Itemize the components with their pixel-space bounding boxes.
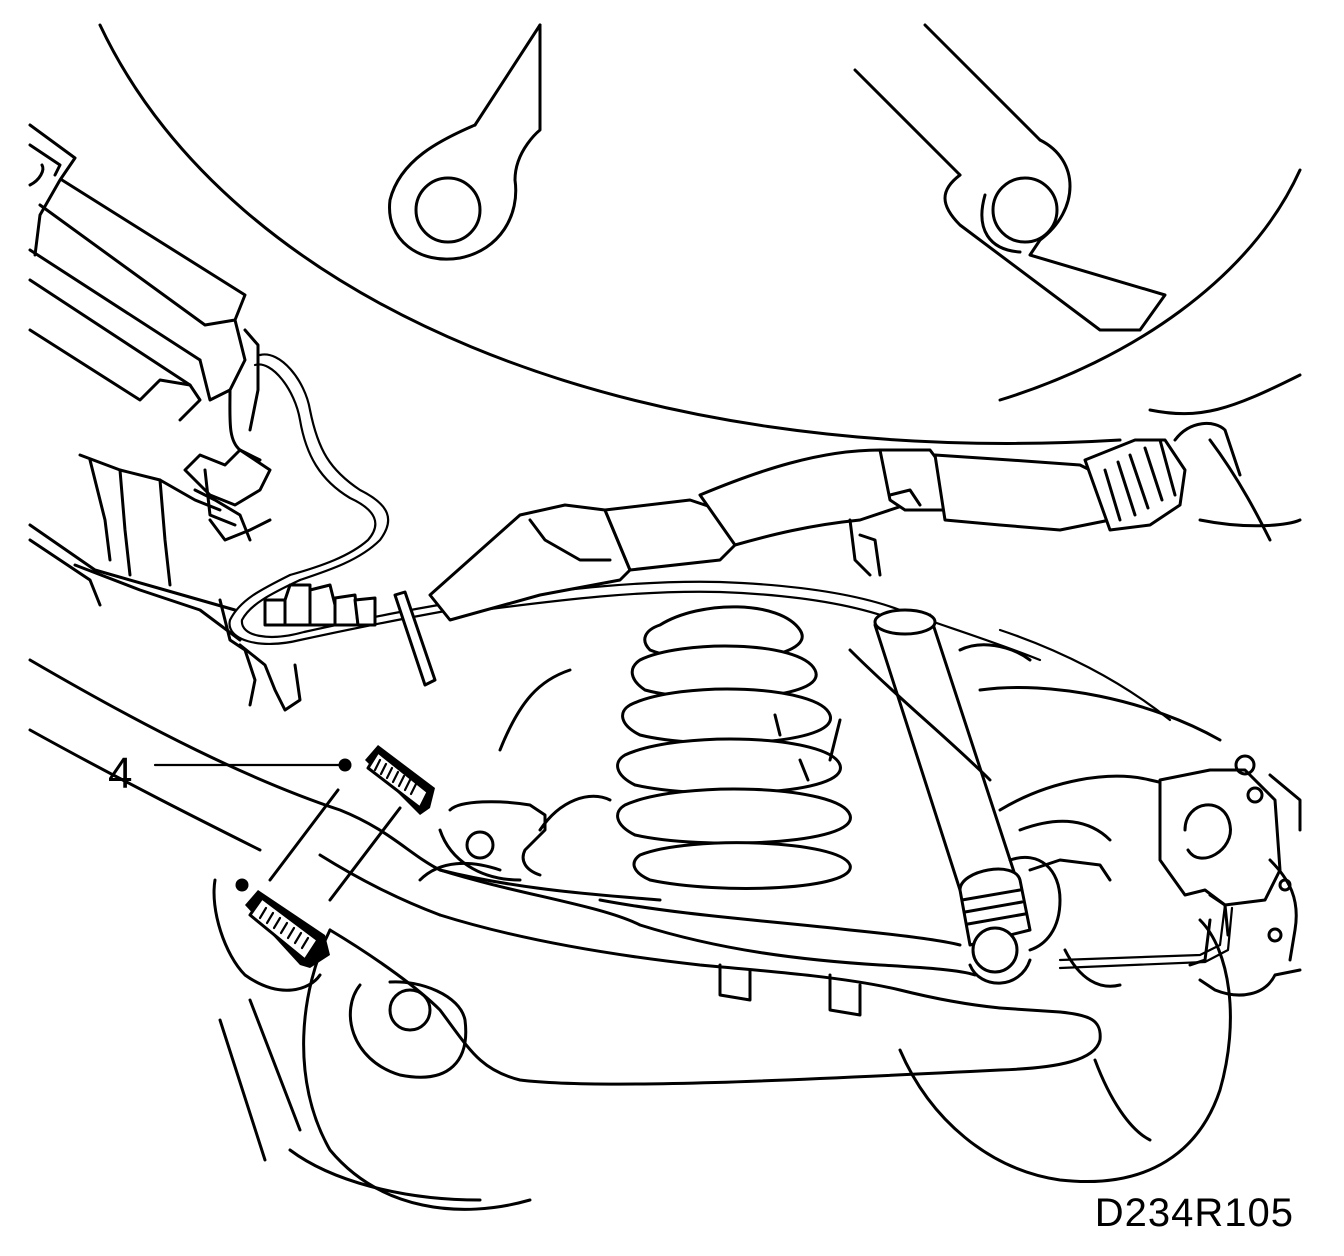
chassis-frame-left — [28, 123, 262, 642]
bushing-mount — [212, 800, 547, 1211]
bracket-left — [183, 448, 302, 712]
shock-absorber — [873, 608, 1032, 985]
exploded-guide-lines — [268, 788, 402, 902]
hose-clamp-lower — [245, 890, 330, 968]
callout-dot-lower — [235, 878, 249, 892]
hose-assembly — [428, 421, 1242, 622]
body-panel-outline — [98, 23, 1302, 445]
hose-clamp-upper — [365, 745, 435, 815]
wheel-hub — [898, 754, 1302, 1183]
lower-control-arm — [28, 658, 1102, 1086]
background-lines — [218, 438, 1302, 1202]
callout-4: 4 — [108, 749, 352, 892]
callout-dot-upper — [338, 758, 352, 772]
callout-label: 4 — [108, 749, 132, 798]
mounting-hole-left — [388, 23, 542, 261]
figure-reference-code: D234R105 — [1094, 1191, 1294, 1235]
coil-spring — [616, 605, 852, 890]
mounting-hole-right — [980, 176, 1059, 254]
wiring-connector — [263, 583, 437, 687]
